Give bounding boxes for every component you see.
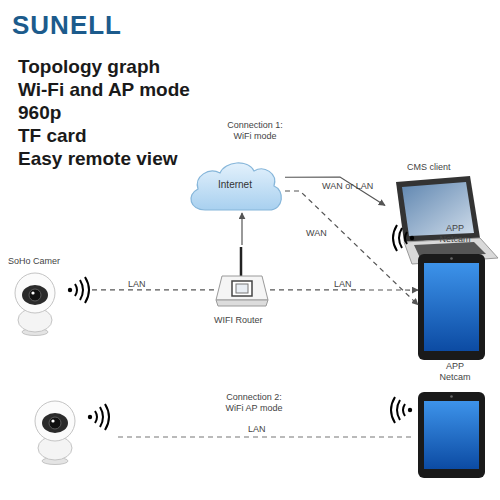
- link-label: LAN: [334, 279, 364, 290]
- laptop-illustration: [396, 176, 498, 264]
- solid-link: [241, 213, 242, 245]
- wireless-symbol: [393, 225, 414, 251]
- camera-head: [35, 401, 75, 441]
- tablet-camera: [450, 395, 453, 398]
- feature-line: TF card: [18, 125, 238, 148]
- tablet-screen: [424, 263, 479, 351]
- tablet-illustration: [418, 254, 485, 360]
- wireless-arc: [100, 407, 103, 427]
- feature-line: Easy remote view: [18, 148, 238, 171]
- wireless-arc: [105, 404, 109, 430]
- camera-illustration: [35, 401, 75, 465]
- wireless-arc: [405, 232, 407, 244]
- wireless-arc: [80, 280, 83, 300]
- wireless-symbol: [391, 397, 412, 423]
- wireless-dot: [88, 415, 92, 419]
- device-label: APP Netcam: [434, 223, 476, 245]
- camera-illustration: [15, 273, 55, 336]
- lens-highlight: [51, 419, 54, 422]
- device-label: WIFI Router: [214, 315, 284, 326]
- wireless-arc: [391, 397, 395, 423]
- note-label: Connection 2: WiFi AP mode: [218, 392, 290, 414]
- camera-face: [42, 413, 68, 433]
- note-label: Connection 1: WiFi mode: [222, 120, 288, 142]
- netcam-app-tablet: APP Netcam: [418, 392, 485, 478]
- cms-client-laptop: CMS client: [385, 180, 498, 265]
- tablet-frame: [418, 392, 485, 478]
- wireless-arc: [393, 225, 397, 251]
- soho-camera: SoHo Camer: [8, 270, 92, 336]
- device-label: CMS client: [407, 162, 487, 173]
- router-illustration: [216, 247, 268, 306]
- router-panel-inner: [236, 284, 248, 293]
- device-label: SoHo Camer: [8, 256, 88, 267]
- wireless-symbol: [88, 404, 109, 430]
- tablet-frame: [418, 254, 485, 360]
- wireless-dot: [408, 408, 412, 412]
- brand-logo: SUNELL: [12, 10, 172, 41]
- router-antenna: [240, 247, 243, 280]
- camera-lens: [49, 417, 61, 429]
- laptop-lid: [396, 176, 480, 242]
- link-label: WAN: [306, 228, 336, 239]
- tablet-illustration: [418, 392, 485, 478]
- wireless-dot: [410, 236, 414, 240]
- internet-cloud: Internet: [185, 158, 285, 213]
- lens-highlight: [31, 291, 34, 294]
- tablet-camera: [450, 257, 453, 260]
- feature-line: 960p: [18, 102, 238, 125]
- link-label: LAN: [128, 279, 158, 290]
- dashed-link: [285, 191, 418, 305]
- wireless-arc: [85, 277, 89, 303]
- tablet-screen: [424, 401, 479, 469]
- wifi-router: WIFI Router: [214, 245, 270, 310]
- cloud-label: Internet: [185, 179, 285, 191]
- device-label: APP Netcam: [434, 361, 476, 383]
- link-label: WAN or LAN: [322, 181, 392, 192]
- wireless-arc: [403, 404, 405, 416]
- wireless-arc: [397, 400, 400, 420]
- wireless-symbol: [68, 277, 89, 303]
- wireless-arc: [75, 284, 77, 296]
- wireless-arc: [399, 228, 402, 248]
- wireless-dot: [68, 288, 72, 292]
- camera-lens: [29, 289, 41, 301]
- feature-line: Wi-Fi and AP mode: [18, 79, 238, 102]
- wireless-arc: [95, 411, 97, 423]
- dashed-link: [270, 289, 418, 290]
- dashed-link: [92, 289, 214, 290]
- diagram-title: Topology graph: [18, 56, 238, 79]
- router-base: [216, 300, 268, 306]
- lan-link-line: [118, 436, 412, 437]
- camera-face: [22, 285, 48, 305]
- camera-head: [15, 273, 55, 313]
- router-body: [216, 276, 268, 300]
- note-label: LAN: [248, 424, 278, 435]
- router-panel: [232, 281, 252, 296]
- netcam-app-tablet: APP Netcam: [418, 254, 485, 360]
